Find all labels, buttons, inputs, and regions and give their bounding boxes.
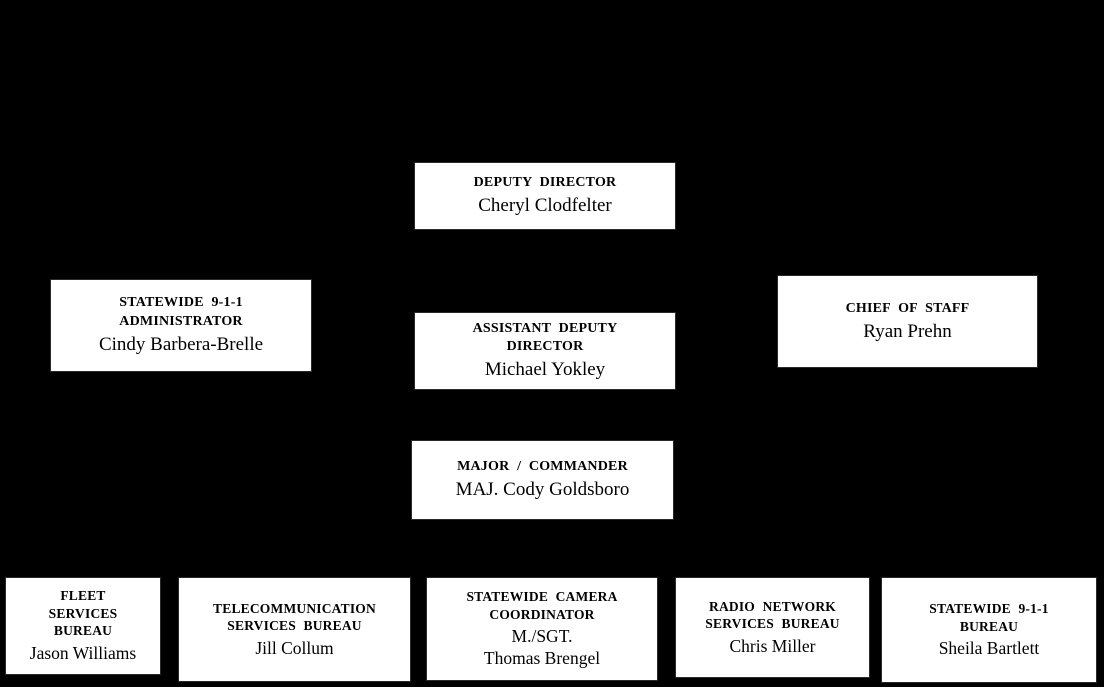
node-person-name: MAJ. Cody Goldsboro xyxy=(455,479,630,501)
org-node-radio-network-services-bureau: RADIO NETWORK SERVICES BUREAU Chris Mill… xyxy=(675,577,870,678)
org-node-statewide-911-administrator: STATEWIDE 9-1-1 ADMINISTRATOR Cindy Barb… xyxy=(50,279,312,372)
org-node-statewide-911-bureau: STATEWIDE 9-1-1 BUREAU Sheila Bartlett xyxy=(881,577,1097,683)
node-person-name: M./SGT. xyxy=(511,626,573,647)
node-person-name: Michael Yokley xyxy=(484,359,606,381)
org-node-assistant-deputy-director: ASSISTANT DEPUTY DIRECTOR Michael Yokley xyxy=(414,312,676,390)
node-title-line: DEPUTY DIRECTOR xyxy=(473,175,617,191)
node-person-name: Jason Williams xyxy=(29,642,137,663)
node-title-line: MAJOR / COMMANDER xyxy=(457,459,628,475)
node-title-line: CHIEF OF STAFF xyxy=(845,300,970,316)
node-title-line: DIRECTOR xyxy=(506,339,584,355)
node-person-name: Cheryl Clodfelter xyxy=(478,195,612,217)
node-title-line: STATEWIDE 9-1-1 xyxy=(119,295,243,311)
node-person-name: Cindy Barbera-Brelle xyxy=(98,333,264,355)
node-title-line: ADMINISTRATOR xyxy=(119,313,243,329)
org-node-chief-of-staff: CHIEF OF STAFF Ryan Prehn xyxy=(777,275,1038,368)
node-person-name: Chris Miller xyxy=(729,635,816,656)
node-title-line: RADIO NETWORK xyxy=(709,598,836,614)
org-node-fleet-services-bureau: FLEET SERVICES BUREAU Jason Williams xyxy=(5,577,161,675)
node-title-line: STATEWIDE 9-1-1 xyxy=(929,601,1049,617)
node-title-line: SERVICES BUREAU xyxy=(705,616,840,632)
node-title-line: SERVICES xyxy=(48,605,118,621)
org-node-deputy-director: DEPUTY DIRECTOR Cheryl Clodfelter xyxy=(414,162,676,230)
node-title-line: BUREAU xyxy=(53,623,113,639)
org-node-telecommunication-services-bureau: TELECOMMUNICATION SERVICES BUREAU Jill C… xyxy=(178,577,411,682)
node-title-line: COORDINATOR xyxy=(489,606,595,622)
node-person-name: Jill Collum xyxy=(255,637,334,658)
node-title-line: BUREAU xyxy=(959,618,1019,634)
node-title-line: STATEWIDE CAMERA xyxy=(466,589,618,605)
node-title-line: ASSISTANT DEPUTY xyxy=(472,320,618,336)
org-node-major-commander: MAJOR / COMMANDER MAJ. Cody Goldsboro xyxy=(411,440,674,520)
node-person-name: Ryan Prehn xyxy=(863,320,952,342)
node-title-line: SERVICES BUREAU xyxy=(227,618,362,634)
org-node-statewide-camera-coordinator: STATEWIDE CAMERA COORDINATOR M./SGT. Tho… xyxy=(426,577,658,681)
node-person-name: Sheila Bartlett xyxy=(938,638,1040,659)
node-title-line: FLEET xyxy=(60,588,106,604)
node-person-name: Thomas Brengel xyxy=(483,648,601,669)
node-title-line: TELECOMMUNICATION xyxy=(213,600,376,616)
